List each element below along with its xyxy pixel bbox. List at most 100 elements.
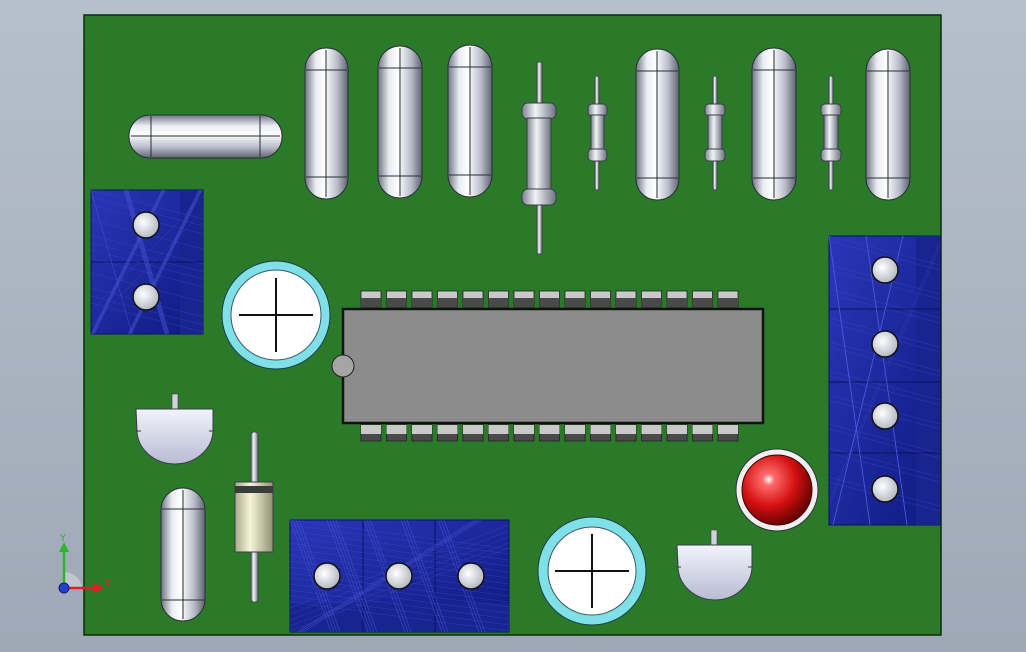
mesh-line: [406, 519, 449, 633]
ic-dip-chip[interactable]: [331, 290, 765, 442]
mesh-line: [828, 375, 941, 406]
ic-pin-shade: [565, 425, 585, 434]
mesh-line: [127, 189, 200, 335]
resistor-r1[interactable]: [521, 61, 557, 255]
mesh-line: [289, 595, 510, 626]
ic-pin-shade: [641, 425, 662, 434]
capacitor-c2[interactable]: [377, 45, 423, 199]
resistor-r4[interactable]: [820, 75, 842, 191]
transistor-q1[interactable]: [135, 393, 214, 465]
transistor-q2[interactable]: [676, 529, 753, 601]
resistor-r3[interactable]: [704, 75, 726, 191]
screw-4[interactable]: [871, 475, 899, 503]
mesh-line: [332, 519, 375, 633]
ic-pins-top: [360, 290, 739, 308]
screw-3[interactable]: [457, 562, 485, 590]
ic-pin-shade: [488, 298, 509, 307]
mesh-line: [828, 447, 941, 478]
ic-pin-shade: [514, 298, 534, 307]
mesh-line: [335, 519, 378, 633]
mesh-line: [90, 242, 204, 273]
ic-pin-shade: [641, 298, 662, 307]
diode-d1[interactable]: [234, 431, 274, 603]
mesh-line: [90, 234, 204, 265]
terminal-block-3pin[interactable]: [289, 519, 510, 633]
ic-pin-shade: [539, 298, 560, 307]
mesh-line: [128, 189, 201, 335]
mesh-line: [828, 370, 941, 401]
mesh-line: [289, 524, 510, 555]
capacitor-c7[interactable]: [160, 487, 206, 622]
axis-label-y: Y: [59, 533, 67, 544]
mesh-line: [400, 519, 443, 633]
ic-pin-shade: [437, 298, 458, 307]
mesh-line: [326, 519, 369, 633]
ic-pin-shade: [590, 425, 611, 434]
mesh-line: [828, 288, 941, 319]
ic-pin-shade: [539, 425, 560, 434]
mesh-line: [828, 240, 941, 271]
resistor-r2[interactable]: [587, 75, 608, 191]
mesh-line: [90, 249, 204, 280]
mesh-line: [289, 519, 332, 633]
capacitor-c8[interactable]: [128, 114, 283, 159]
ic-pin-shade: [488, 425, 509, 434]
screw-2[interactable]: [132, 283, 160, 311]
mesh-line: [90, 210, 204, 327]
ic-pin-shade: [692, 298, 713, 307]
mesh-line: [828, 452, 941, 483]
electrolytic-capacitor-c10[interactable]: [537, 516, 647, 626]
mesh-line: [363, 519, 406, 633]
ic-pin-shade: [463, 298, 483, 307]
ic-pin-shade: [718, 425, 738, 434]
ic-pin-shade: [412, 425, 432, 434]
ic-pin-shade: [590, 298, 611, 307]
ic-pin-shade: [667, 298, 687, 307]
capacitor-c6[interactable]: [865, 48, 911, 201]
mesh-line: [289, 530, 510, 561]
axis-label-x: X: [104, 578, 111, 589]
screw-1[interactable]: [313, 562, 341, 590]
screw-3[interactable]: [871, 402, 899, 430]
ic-pin-shade: [718, 298, 738, 307]
capacitor-c4[interactable]: [635, 48, 680, 201]
ic-pin-shade: [386, 298, 407, 307]
capacitor-c5[interactable]: [751, 47, 797, 201]
led-d2[interactable]: [735, 448, 819, 532]
screw-2[interactable]: [871, 330, 899, 358]
mesh-line: [865, 235, 908, 526]
mesh-line: [828, 423, 941, 454]
ic-pin-shade: [514, 425, 534, 434]
ic-pin-shade: [437, 425, 458, 434]
mesh-line: [828, 269, 941, 300]
mesh-line: [289, 536, 510, 567]
ic-pin-shade: [412, 298, 432, 307]
screw-1[interactable]: [871, 256, 899, 284]
mesh-line: [828, 235, 941, 266]
ic-pins-bottom: [360, 424, 739, 442]
terminal-block-2pin[interactable]: [90, 189, 204, 335]
terminal-block-4pin[interactable]: [828, 235, 941, 526]
capacitor-c3[interactable]: [447, 44, 493, 198]
ic-pin-shade: [692, 425, 713, 434]
screw-2[interactable]: [385, 562, 413, 590]
mesh-line: [90, 195, 204, 312]
ic-pin-shade: [361, 425, 381, 434]
mesh-line: [90, 257, 204, 288]
mesh-line: [329, 519, 372, 633]
electrolytic-capacitor-c9[interactable]: [221, 260, 331, 370]
coordinate-triad[interactable]: Y X: [58, 533, 111, 594]
mesh-line: [289, 519, 510, 550]
mesh-line: [90, 189, 133, 335]
mesh-line: [125, 189, 168, 335]
mesh-line: [832, 235, 904, 526]
screw-1[interactable]: [132, 211, 160, 239]
capacitor-c1[interactable]: [304, 47, 349, 200]
ic-pin-shade: [565, 298, 585, 307]
mesh-line: [828, 346, 941, 377]
mesh-line: [127, 189, 170, 335]
mesh-line: [90, 302, 204, 333]
ic-pin-shade: [361, 298, 381, 307]
